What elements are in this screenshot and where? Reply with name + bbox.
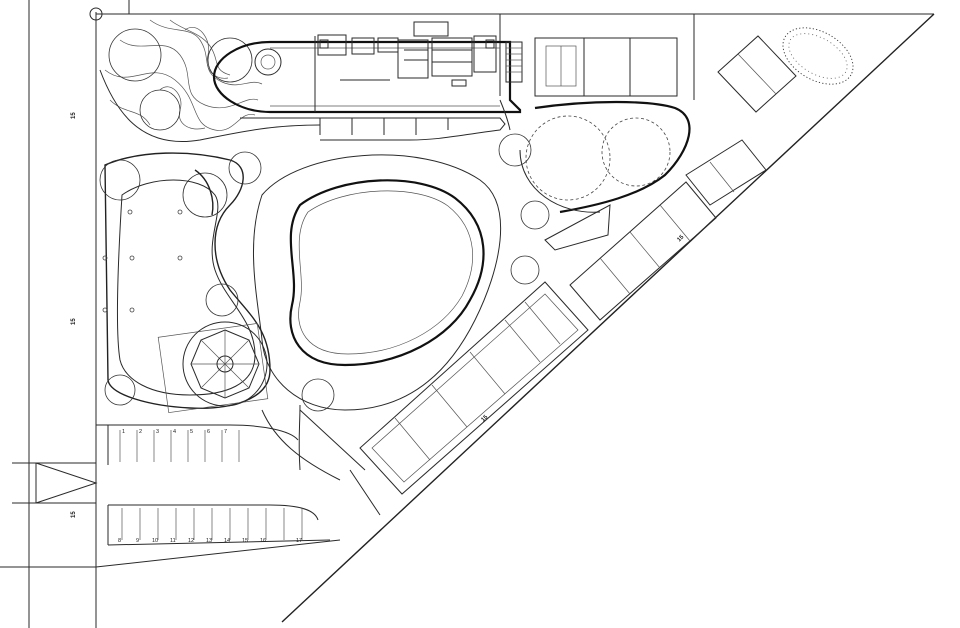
parking-space-number: 10	[152, 538, 158, 544]
play-area	[498, 100, 691, 285]
parking-space-number: 12	[188, 538, 194, 544]
building-rooms	[317, 21, 497, 87]
parking-space-number: 5	[190, 429, 193, 435]
parking-space-number: 16	[260, 538, 266, 544]
diagonal-pavilions	[299, 139, 767, 516]
boundary-marker: 15	[71, 318, 77, 325]
parking-space-number: 11	[170, 538, 176, 544]
small-court	[717, 35, 797, 113]
boundary-marker: 15	[480, 414, 489, 423]
parking-space-number: 7	[224, 429, 227, 435]
landscape-contours	[99, 19, 321, 142]
parking-space-number: 2	[139, 429, 142, 435]
parking-space-number: 17	[296, 538, 302, 544]
tennis-courts	[534, 37, 678, 97]
boundary-marker: 15	[71, 112, 77, 119]
site-boundary	[0, 0, 935, 628]
parking-space-number: 4	[173, 429, 176, 435]
parking-space-number: 6	[207, 429, 210, 435]
main-building	[212, 21, 523, 141]
boundary-markers: 15 15 15 15 15	[71, 112, 686, 518]
parking-space-number: 1	[122, 429, 125, 435]
stair	[505, 41, 523, 83]
entrance-canopy-posts	[319, 118, 449, 135]
central-oval	[252, 154, 501, 411]
parking-space-number: 8	[118, 538, 121, 544]
parking-lot: 1 2 3 4 5 6 7 8 9 10 11 12 13 14 15 16 1…	[107, 424, 331, 546]
boundary-marker: 15	[71, 511, 77, 518]
boundary-marker: 15	[676, 234, 685, 243]
gazebo	[157, 321, 269, 413]
parking-space-number: 15	[242, 538, 248, 544]
parking-space-number: 14	[224, 538, 230, 544]
entrance-arrow	[12, 462, 98, 504]
site-paths	[96, 99, 511, 481]
parking-space-number: 3	[156, 429, 159, 435]
parking-space-number: 9	[136, 538, 139, 544]
parking-space-number: 13	[206, 538, 212, 544]
